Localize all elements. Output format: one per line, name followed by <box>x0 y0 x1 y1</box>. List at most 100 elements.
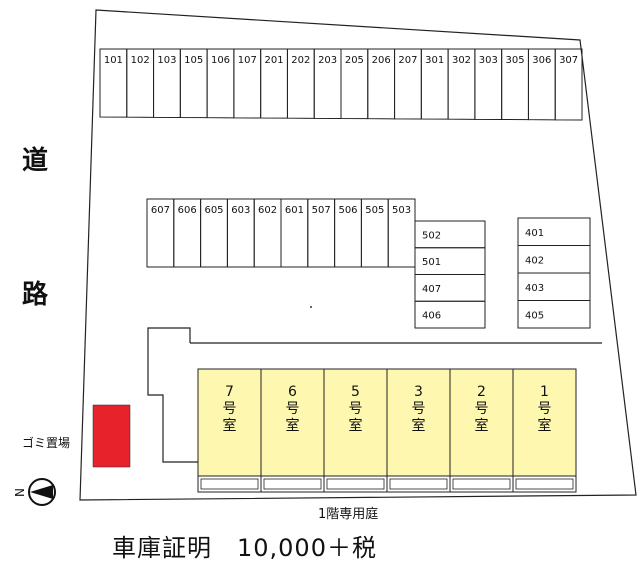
parking-stall-number: 601 <box>285 205 304 216</box>
parking-stall-number: 203 <box>318 55 337 66</box>
parking-stall-number: 303 <box>479 55 498 66</box>
parking-stall-number: 103 <box>157 55 176 66</box>
parking-stall-number: 302 <box>452 55 471 66</box>
north-letter: N <box>13 488 27 497</box>
parking-stall: 602 <box>253 198 282 268</box>
road-label-2: 路 <box>22 280 49 310</box>
garbage-area-box <box>92 404 131 468</box>
parking-stall: 107 <box>233 48 262 119</box>
parking-stall: 403 <box>517 272 591 301</box>
parking-stall-number: 505 <box>365 205 384 216</box>
parking-stall: 501 <box>414 247 486 275</box>
parking-stall-number: 502 <box>422 230 441 241</box>
parking-stall-number: 403 <box>525 283 544 294</box>
parking-stall: 103 <box>153 48 181 119</box>
north-arrow-icon: N <box>13 478 56 506</box>
parking-stall-number: 406 <box>422 311 441 322</box>
parking-stall: 607 <box>146 198 175 268</box>
parking-stall: 101 <box>99 48 128 118</box>
private-garden-strip <box>260 475 325 493</box>
parking-stall: 402 <box>517 245 591 274</box>
parking-stall: 306 <box>527 48 556 121</box>
parking-stall: 605 <box>200 198 228 268</box>
parking-stall-number: 307 <box>559 55 578 66</box>
parking-stall-number: 102 <box>131 55 150 66</box>
private-garden-strip <box>323 475 388 493</box>
parking-stall: 305 <box>501 48 529 121</box>
private-garden-label: 1階専用庭 <box>318 507 379 522</box>
parking-stall-number: 407 <box>422 284 441 295</box>
parking-stall-number: 201 <box>265 55 284 66</box>
parking-stall: 506 <box>334 198 362 268</box>
road-label-1: 道 <box>22 146 49 176</box>
parking-stall-number: 105 <box>184 55 203 66</box>
parking-stall: 106 <box>206 48 235 119</box>
parking-stall-number: 305 <box>506 55 525 66</box>
parking-stall-number: 202 <box>291 55 310 66</box>
parking-stall: 307 <box>554 48 583 121</box>
parking-stall: 603 <box>226 198 255 268</box>
parking-stall-number: 306 <box>532 55 551 66</box>
parking-stall-number: 503 <box>392 205 411 216</box>
parking-stall: 303 <box>474 48 503 121</box>
parking-stall: 601 <box>280 198 309 268</box>
parking-stall-number: 106 <box>211 55 230 66</box>
parking-stall-number: 207 <box>398 55 417 66</box>
parking-stall-number: 507 <box>312 205 331 216</box>
garage-certificate-caption: 車庫証明 10,000＋税 <box>112 534 377 562</box>
parking-stall-number: 101 <box>104 55 123 66</box>
parking-stall: 405 <box>517 300 591 329</box>
parking-stall: 407 <box>414 274 486 302</box>
parking-stall-number: 606 <box>178 205 197 216</box>
parking-stall-number: 402 <box>525 255 544 266</box>
parking-stall-number: 607 <box>151 205 170 216</box>
private-garden-strip <box>197 475 262 493</box>
parking-stall-number: 603 <box>231 205 250 216</box>
parking-stall: 207 <box>394 48 422 120</box>
building-outline <box>147 327 602 463</box>
parking-stall: 301 <box>420 48 449 120</box>
parking-stall-number: 107 <box>238 55 257 66</box>
parking-stall: 105 <box>179 48 208 119</box>
parking-stall-number: 401 <box>525 228 544 239</box>
parking-stall: 201 <box>260 48 288 119</box>
lot-outline <box>79 9 637 501</box>
parking-stall-number: 301 <box>425 55 444 66</box>
parking-stall-number: 205 <box>345 55 364 66</box>
parking-stall-number: 206 <box>372 55 391 66</box>
private-garden-strip <box>449 475 514 493</box>
parking-stall: 205 <box>340 48 369 120</box>
parking-stall: 102 <box>126 48 155 118</box>
parking-stall: 302 <box>447 48 476 120</box>
garbage-area-label: ゴミ置場 <box>22 436 71 450</box>
parking-stack-center: 502 501 407 406 <box>414 220 486 329</box>
parking-stall-number: 501 <box>422 257 441 268</box>
parking-stall: 502 <box>414 220 486 249</box>
private-garden-strip <box>512 475 577 493</box>
parking-stall-number: 506 <box>338 205 357 216</box>
parking-stall: 505 <box>360 198 389 268</box>
parking-stall: 202 <box>286 48 315 119</box>
parking-stall: 406 <box>414 300 486 329</box>
parking-stall: 507 <box>307 198 336 268</box>
parking-stall-number: 605 <box>204 205 223 216</box>
parking-stall-number: 602 <box>258 205 277 216</box>
parking-row-top: 101 102 103 105 106 107 201 202 203 205 206 207 301 3… <box>99 48 583 121</box>
parking-stall: 203 <box>313 48 342 120</box>
parking-stall: 606 <box>173 198 202 268</box>
parking-stack-right: 401 402 403 405 <box>517 217 591 329</box>
private-garden-strip <box>386 475 451 493</box>
